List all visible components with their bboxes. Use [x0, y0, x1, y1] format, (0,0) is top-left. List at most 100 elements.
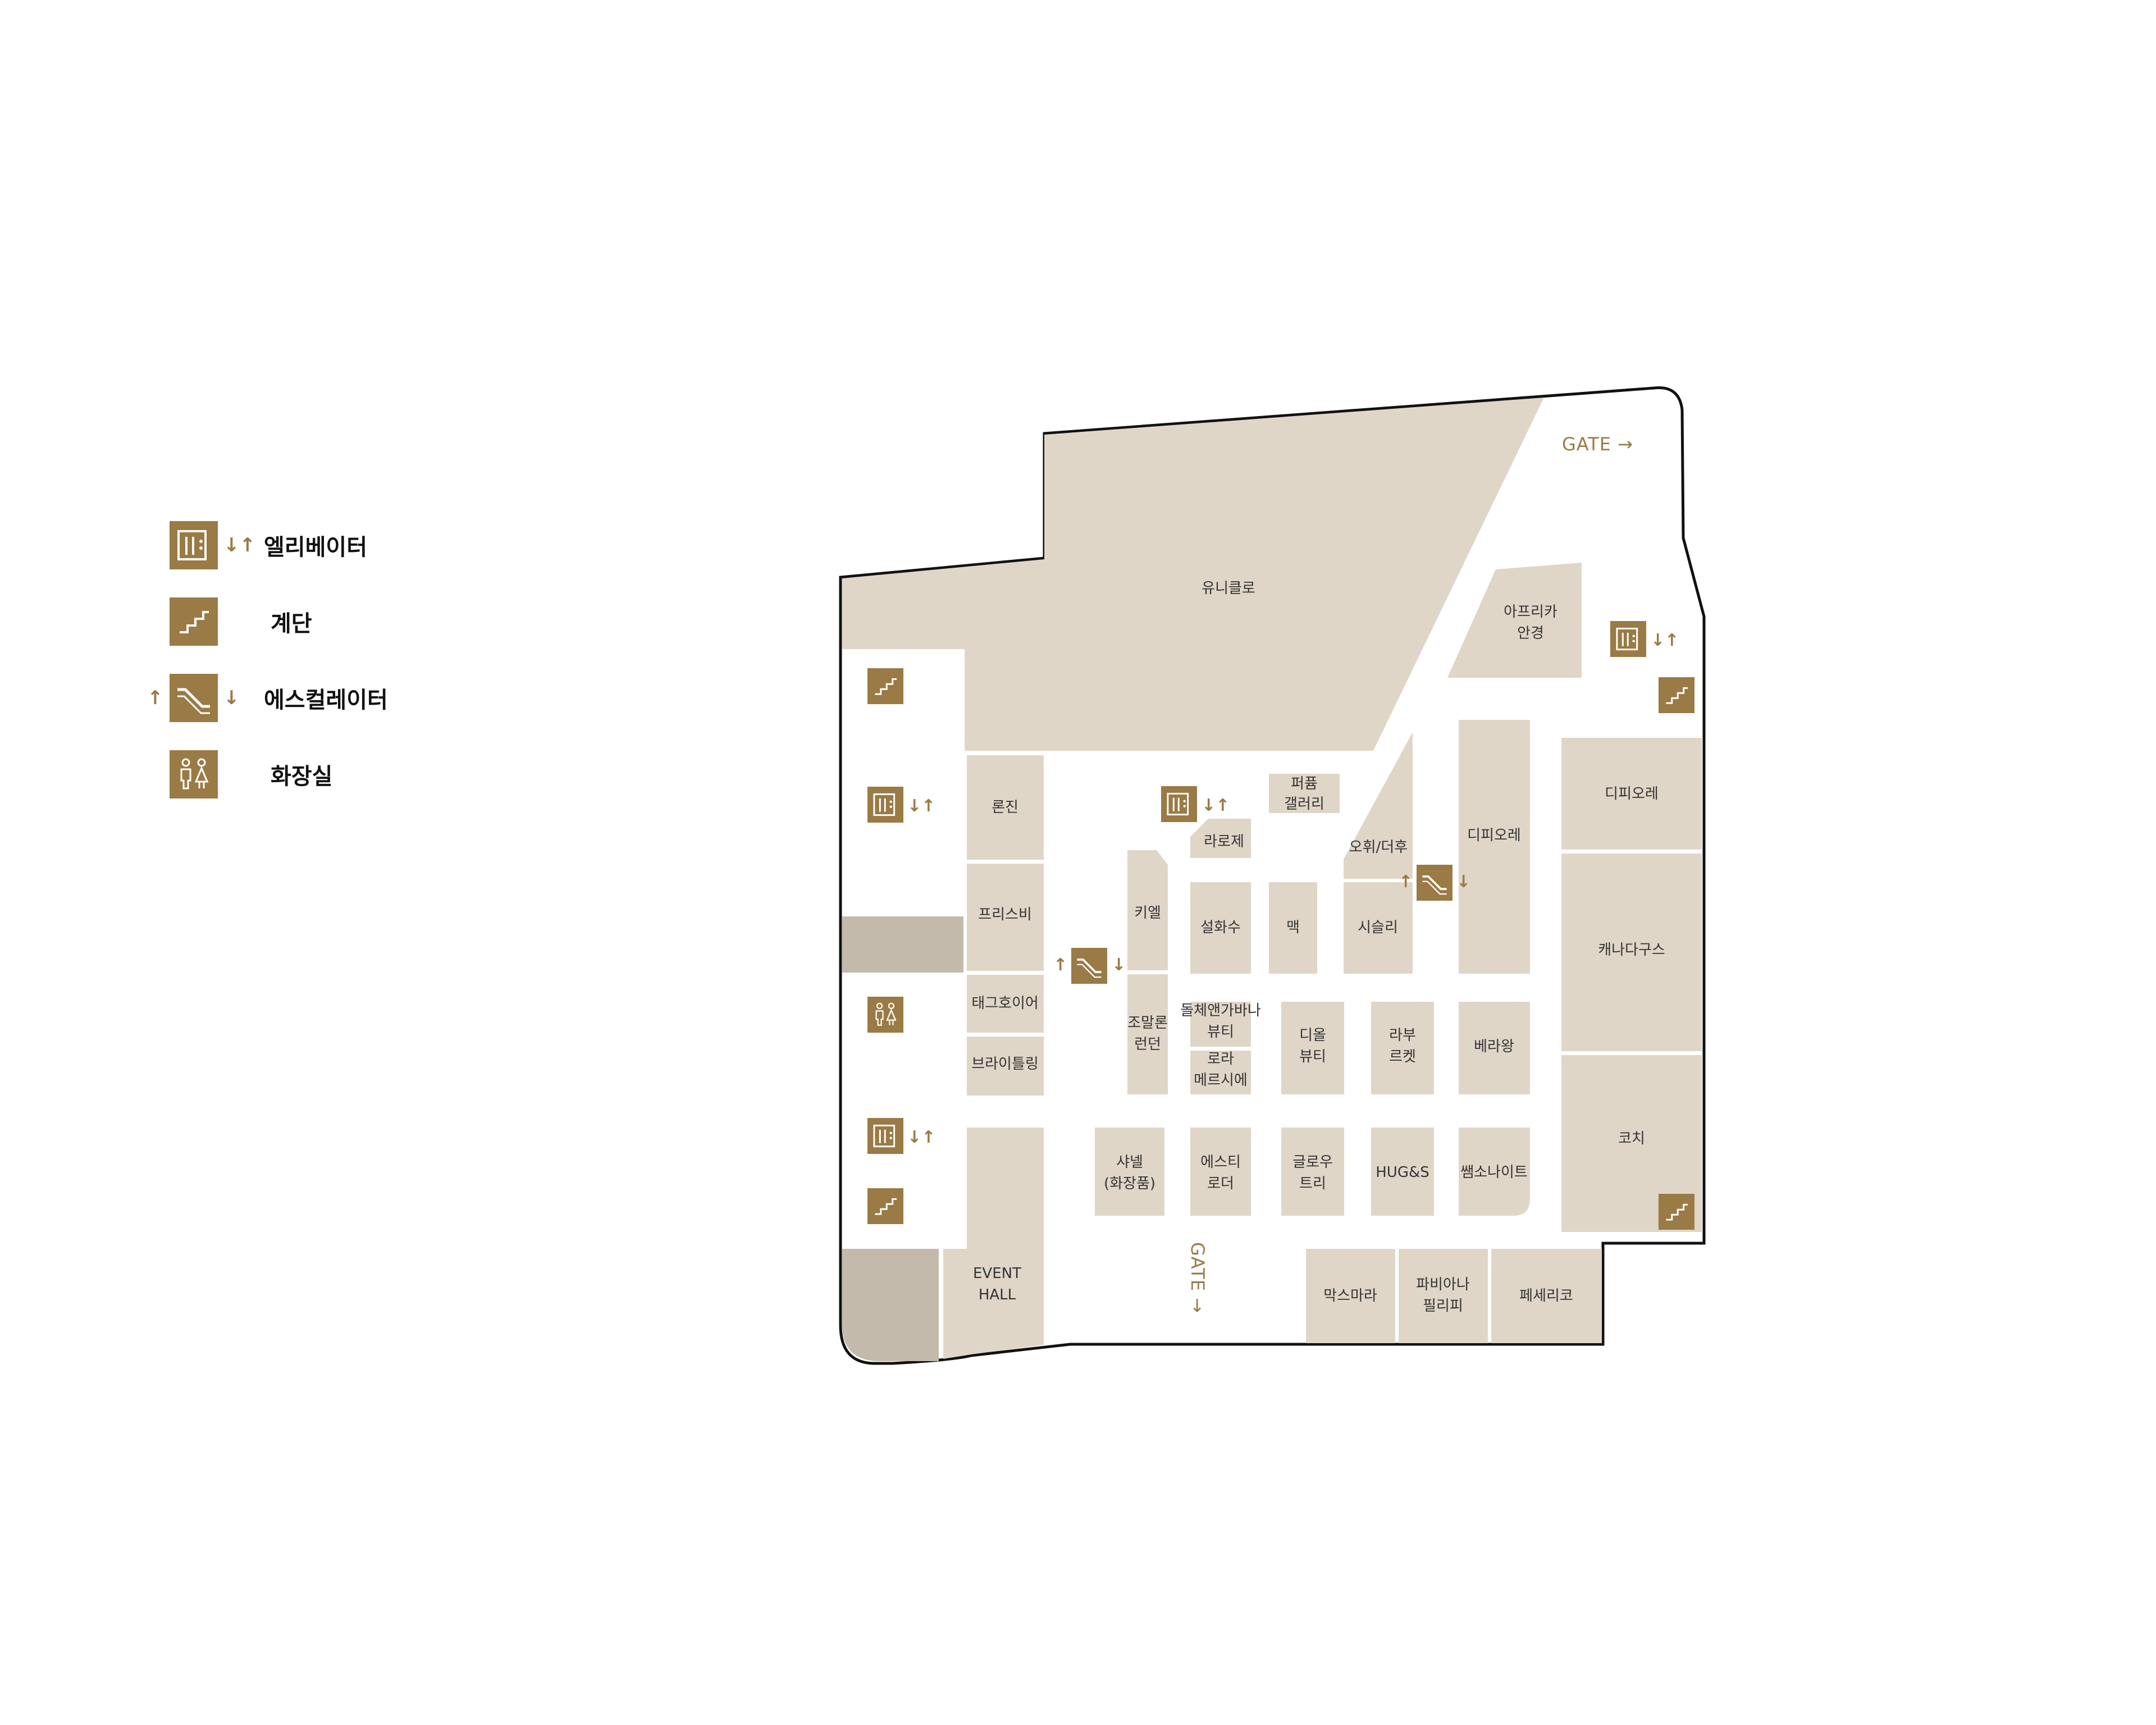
label-perfume-2: 갤러리 [1284, 796, 1324, 813]
store-whoo[interactable] [1344, 732, 1413, 879]
elevator-arrows-icon: ↓↑ [907, 796, 935, 816]
label-pesirico: 페세리코 [1519, 1288, 1573, 1304]
store-laura-mercier[interactable] [1190, 1051, 1251, 1094]
store-sisley[interactable] [1344, 882, 1413, 974]
escalator-down-arrow: ↓ [223, 687, 240, 709]
store-tagheuer[interactable] [967, 975, 1044, 1033]
restricted-area-west [842, 916, 963, 973]
store-lavu[interactable] [1371, 1002, 1434, 1094]
store-freesbi[interactable] [967, 864, 1044, 971]
escalator-icon [1071, 948, 1107, 984]
label-dolce-1: 돌체앤가바나 [1180, 1002, 1261, 1019]
label-chanel-2: (화장품) [1104, 1175, 1155, 1192]
label-bellawang: 베라왕 [1474, 1038, 1514, 1055]
legend-escalator: ↑ ↓ 에스컬레이터 [147, 674, 388, 722]
store-estee-lauder[interactable] [1190, 1128, 1251, 1216]
label-lavu-1: 라부 [1389, 1027, 1416, 1044]
elevator-arrows-icon: ↓↑ [1202, 796, 1230, 815]
elevator-arrows: ↓↑ [223, 534, 255, 556]
store-apricot[interactable] [1447, 563, 1582, 678]
legend-elevator: ↓↑ 엘리베이터 [170, 521, 367, 569]
label-kiehls: 키엘 [1134, 905, 1161, 921]
label-eventhall-2: HALL [979, 1286, 1016, 1303]
label-estee-1: 에스티 [1200, 1154, 1241, 1171]
escalator-up-arrow: ↑ [1053, 955, 1067, 975]
label-coach: 코치 [1618, 1130, 1645, 1147]
store-chanel[interactable] [1095, 1128, 1164, 1216]
elevator-icon [1610, 621, 1646, 657]
gate-top-right: GATE → [1562, 433, 1633, 455]
label-apricot-2: 안경 [1517, 625, 1544, 642]
elevator-icon [867, 1118, 903, 1154]
store-maxmara[interactable] [1306, 1249, 1395, 1343]
label-dolce-2: 뷰티 [1207, 1024, 1234, 1041]
label-perfume-1: 퍼퓸 [1291, 775, 1318, 792]
store-samsonite[interactable] [1459, 1128, 1530, 1216]
store-diptyque-east[interactable] [1561, 738, 1702, 850]
restricted-area-southwest [842, 1249, 939, 1361]
store-glowtree[interactable] [1281, 1128, 1344, 1216]
label-dior-2: 뷰티 [1299, 1048, 1326, 1065]
elevator-icon [1161, 786, 1197, 822]
legend-label-escalator: 에스컬레이터 [264, 687, 388, 713]
label-whoo: 오휘/더후 [1349, 839, 1408, 856]
label-canada-goose: 캐나다구스 [1598, 942, 1665, 959]
store-breitling[interactable] [967, 1037, 1044, 1096]
restroom-icon [170, 750, 218, 798]
elevator-arrows-icon: ↓↑ [1651, 631, 1679, 650]
label-lora-2: 메르시에 [1194, 1072, 1248, 1089]
label-freesbi: 프리스비 [978, 906, 1032, 923]
store-diptyque-center[interactable] [1459, 720, 1530, 974]
label-tagheuer: 태그호이어 [971, 995, 1039, 1012]
escalator-down-arrow: ↓ [1112, 955, 1126, 975]
store-mac[interactable] [1269, 882, 1317, 974]
store-kiehls[interactable] [1127, 850, 1168, 970]
label-eventhall-1: EVENT [973, 1265, 1021, 1282]
legend-label-stairs: 계단 [271, 611, 312, 637]
elevator-icon [170, 521, 218, 569]
store-bellawang[interactable] [1459, 1002, 1530, 1094]
store-fabiana[interactable] [1399, 1249, 1488, 1343]
label-mac: 맥 [1286, 919, 1300, 936]
label-glow-2: 트리 [1299, 1175, 1326, 1192]
store-canada-goose[interactable] [1561, 854, 1702, 1051]
store-dolce-beauty[interactable] [1190, 1002, 1251, 1047]
label-laroche: 라로제 [1204, 833, 1244, 850]
label-lora-1: 로라 [1207, 1051, 1234, 1067]
elevator-icon [867, 787, 903, 823]
label-diptyque-east: 디피오레 [1605, 786, 1659, 802]
legend-label-restroom: 화장실 [271, 764, 333, 790]
label-sisley: 시슬리 [1358, 919, 1398, 936]
escalator-icon [170, 674, 218, 722]
restroom-icon [867, 997, 903, 1033]
store-rongin[interactable] [967, 755, 1044, 860]
store-laroche[interactable] [1190, 819, 1251, 858]
store-jomalone[interactable] [1127, 974, 1168, 1094]
label-apricot-1: 아프리카 [1504, 604, 1557, 620]
store-uniqlo[interactable] [842, 398, 1544, 751]
legend-label-elevator: 엘리베이터 [264, 535, 367, 560]
stairs-icon [867, 1188, 903, 1224]
store-sulwhasoo[interactable] [1190, 882, 1251, 974]
escalator-down-arrow: ↓ [1456, 872, 1470, 892]
label-fabiana-1: 파비아나 [1416, 1276, 1470, 1293]
event-hall[interactable] [943, 1128, 1044, 1359]
label-diptyque-center: 디피오레 [1467, 827, 1521, 844]
label-glow-1: 글로우 [1292, 1154, 1333, 1171]
elevator-arrows-icon: ↓↑ [907, 1128, 935, 1147]
label-hugs: HUG&S [1376, 1164, 1429, 1181]
label-maxmara: 막스마라 [1323, 1288, 1377, 1304]
store-perfume-gallery[interactable] [1269, 774, 1340, 813]
label-sulwhasoo: 설화수 [1200, 919, 1241, 936]
escalator-up-arrow: ↑ [1399, 872, 1413, 892]
label-fabiana-2: 필리피 [1423, 1298, 1463, 1315]
label-jomalone-2: 런던 [1134, 1036, 1161, 1053]
label-estee-2: 로더 [1207, 1175, 1234, 1192]
legend-stairs: 계단 [170, 597, 312, 646]
label-chanel-1: 샤넬 [1116, 1154, 1143, 1171]
store-hugs[interactable] [1371, 1128, 1434, 1216]
stairs-icon [170, 597, 218, 646]
store-dior-beauty[interactable] [1281, 1002, 1344, 1094]
store-pesirico[interactable] [1491, 1249, 1602, 1343]
